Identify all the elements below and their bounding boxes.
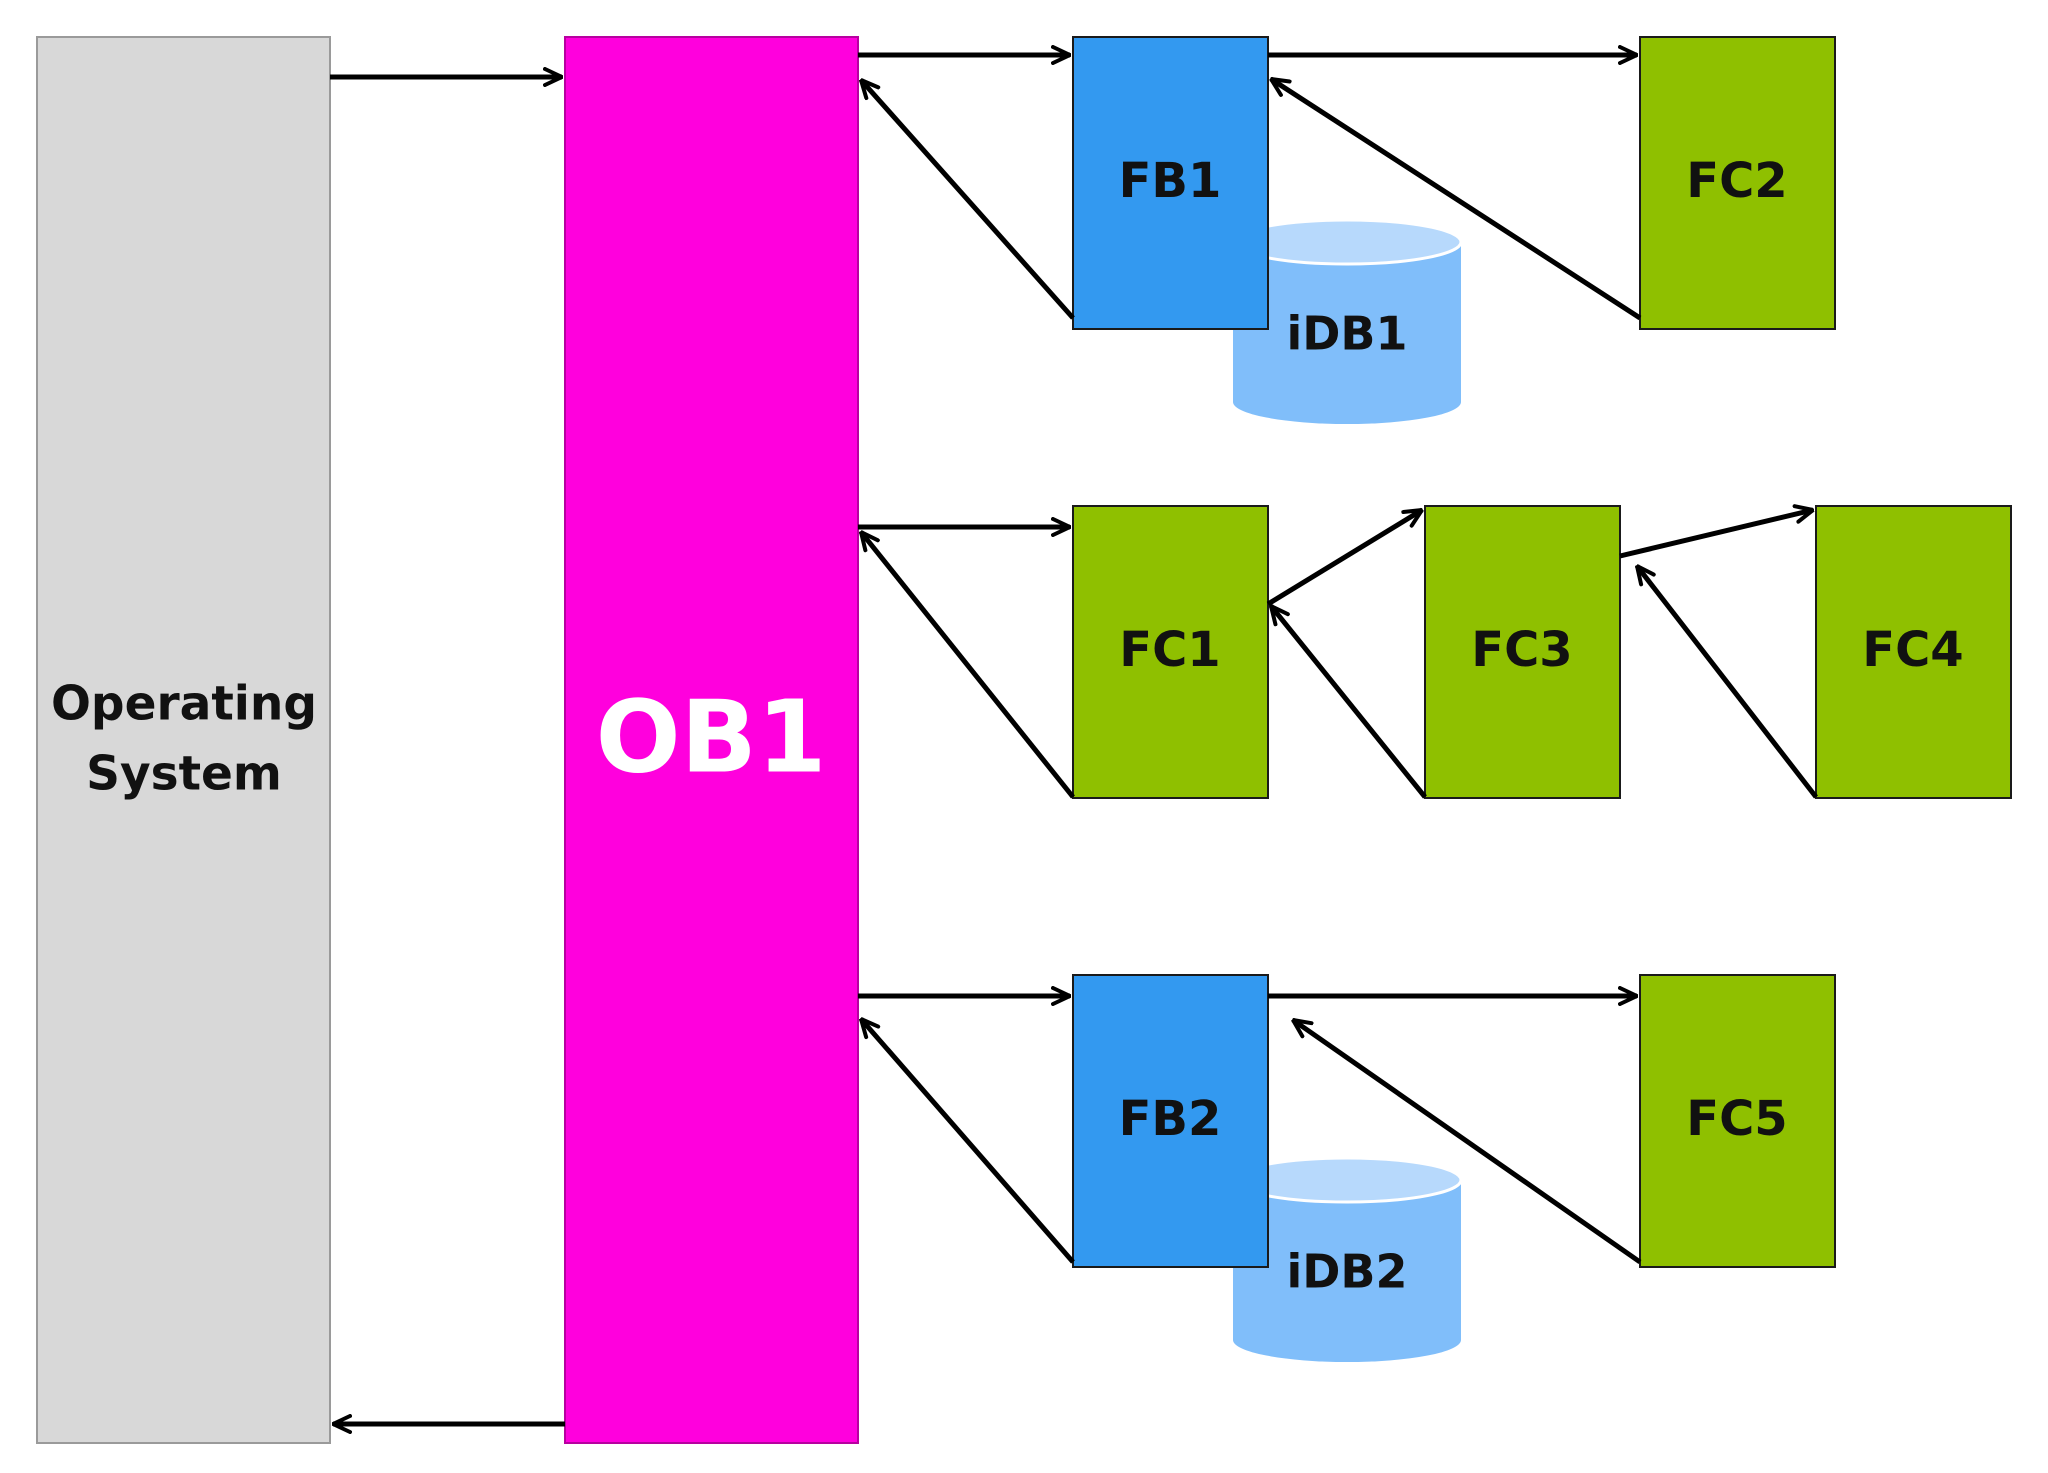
arrow-fc1-to-fc3 xyxy=(1266,507,1422,607)
fb1-block xyxy=(1072,36,1269,330)
ob1-label: OB1 xyxy=(596,678,827,795)
ob1-block xyxy=(564,36,859,1444)
fc3-block xyxy=(1424,505,1621,799)
fc4-block xyxy=(1815,505,2012,799)
fc3-label: FC3 xyxy=(1471,622,1572,678)
arrow-fb1-to-ob1 xyxy=(861,80,1075,320)
idb2-label: iDB2 xyxy=(1286,1245,1407,1299)
fc5-label: FC5 xyxy=(1686,1091,1787,1147)
fc4-label: FC4 xyxy=(1862,622,1963,678)
arrow-fc4-to-fc3 xyxy=(1637,566,1818,799)
arrow-fc5-to-fb2 xyxy=(1293,1017,1642,1265)
fc1-block xyxy=(1072,505,1269,799)
idb1-label: iDB1 xyxy=(1286,307,1407,361)
fb2-block xyxy=(1072,974,1269,1268)
operating-system-label-line2: System xyxy=(86,747,282,802)
fc2-block xyxy=(1639,36,1836,330)
operating-system-block xyxy=(36,36,331,1444)
idb1-database xyxy=(1231,218,1463,424)
fc5-block xyxy=(1639,974,1836,1268)
arrow-fb2-to-ob1 xyxy=(861,1019,1075,1264)
fc1-label: FC1 xyxy=(1119,622,1220,678)
fc2-label: FC2 xyxy=(1686,153,1787,209)
fb2-label: FB2 xyxy=(1119,1091,1222,1147)
fb1-label: FB1 xyxy=(1119,153,1222,209)
arrow-fc3-to-fc1 xyxy=(1271,606,1427,799)
arrow-fc3-to-fc4 xyxy=(1619,510,1813,559)
arrow-fc2-to-fb1 xyxy=(1271,76,1642,321)
operating-system-label-line1: Operating xyxy=(51,677,317,732)
arrow-fc1-to-ob1 xyxy=(861,532,1075,799)
